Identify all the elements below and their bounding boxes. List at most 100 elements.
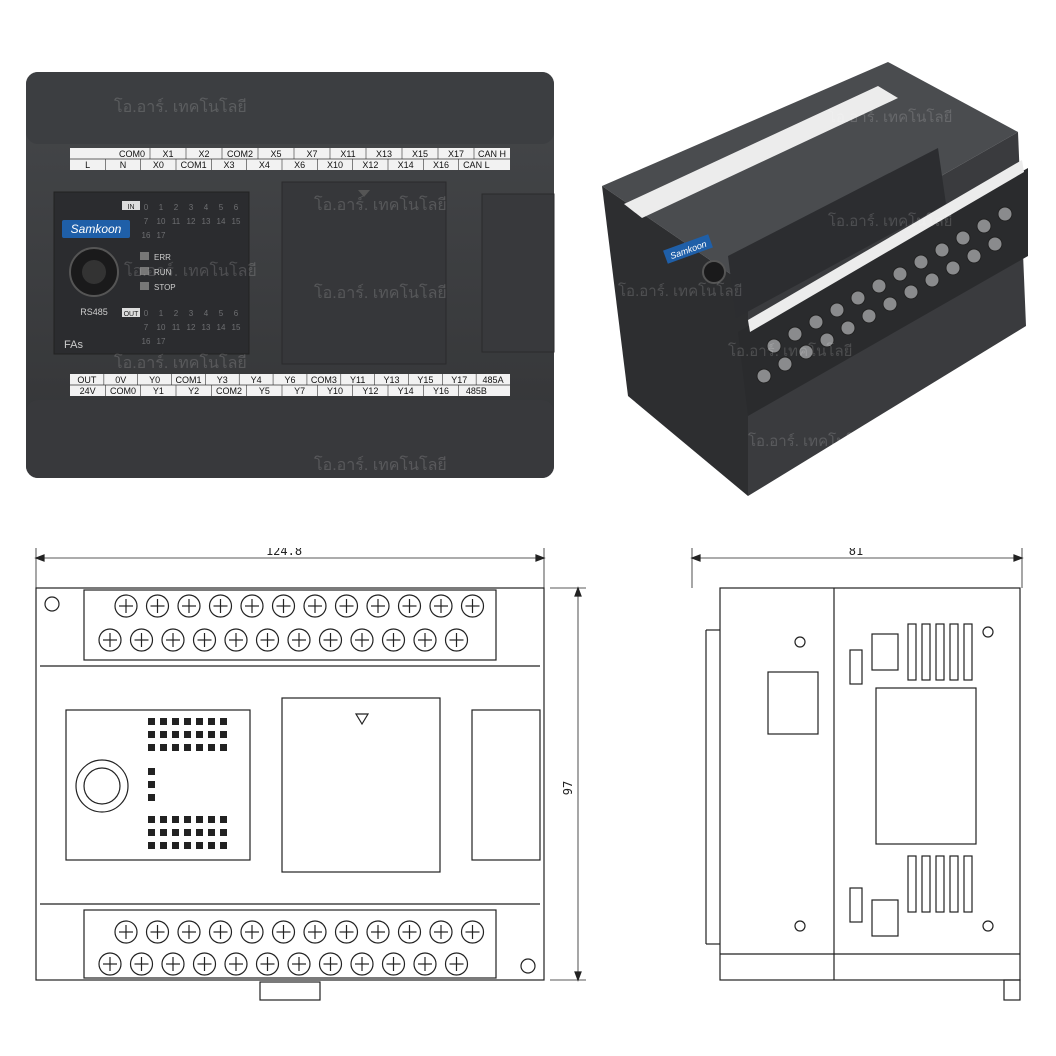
input-terminal-label: X5 — [270, 149, 281, 159]
svg-text:OUT: OUT — [124, 311, 140, 318]
led-dot — [148, 816, 155, 823]
expansion-cover — [281, 181, 447, 365]
terminal-screw — [444, 628, 469, 652]
output-terminal-label: Y6 — [284, 375, 295, 385]
io-number: 3 — [189, 309, 194, 318]
top-face — [602, 62, 1018, 286]
led-dot — [172, 744, 179, 751]
svg-text:โอ.อาร์. เทคโนโลยี: โอ.อาร์. เทคโนโลยี — [124, 261, 257, 280]
input-terminal-label: X1 — [162, 149, 173, 159]
io-number: 1 — [159, 309, 164, 318]
io-number: 4 — [204, 309, 209, 318]
led-label: ERR — [154, 253, 171, 262]
input-terminal-label: CAN H — [478, 149, 506, 159]
terminal-screw — [903, 284, 919, 300]
terminal-screw — [444, 952, 469, 976]
io-number: 12 — [187, 323, 196, 332]
svg-text:โอ.อาร์. เทคโนโลยี: โอ.อาร์. เทคโนโลยี — [728, 342, 852, 360]
led-dot — [220, 842, 227, 849]
output-terminal-label: Y0 — [149, 375, 160, 385]
led-dot — [160, 731, 167, 738]
output-terminal-label: Y15 — [417, 375, 433, 385]
led-label: STOP — [154, 283, 176, 292]
input-terminal-label: X11 — [340, 149, 355, 159]
led-dot — [196, 731, 203, 738]
output-terminal-label: Y4 — [251, 375, 262, 385]
input-terminal-label: CAN L — [463, 160, 490, 170]
terminal-screw — [381, 628, 406, 652]
terminal-screw — [161, 952, 185, 976]
output-terminal-label: COM2 — [216, 386, 242, 396]
terminal-screw — [334, 920, 359, 944]
led-stop-indicator — [140, 282, 149, 290]
io-number: 15 — [232, 323, 241, 332]
svg-text:โอ.อาร์. เทคโนโลยี: โอ.อาร์. เทคโนโลยี — [618, 282, 742, 300]
svg-text:โอ.อาร์. เทคโนโลยี: โอ.อาร์. เทคโนโลยี — [314, 283, 447, 302]
led-dot — [160, 816, 167, 823]
led-dot — [196, 744, 203, 751]
io-number: 7 — [144, 217, 149, 226]
led-dot — [148, 829, 155, 836]
terminal-screw — [271, 920, 296, 944]
terminal-screw — [287, 628, 311, 652]
terminal-screw — [966, 248, 982, 264]
terminal-screw — [114, 594, 138, 618]
terminal-screw — [460, 920, 485, 944]
io-number: 6 — [234, 203, 239, 212]
terminal-screw — [413, 628, 437, 652]
led-dot — [184, 829, 191, 836]
svg-text:โอ.อาร์. เทคโนโลยี: โอ.อาร์. เทคโนโลยี — [314, 195, 447, 214]
terminal-screw — [208, 920, 233, 944]
terminal-screw — [381, 952, 406, 976]
io-number: 10 — [157, 217, 166, 226]
terminal-screw — [766, 338, 782, 354]
terminal-screw — [208, 594, 233, 618]
led-dot — [148, 731, 155, 738]
terminal-screw — [366, 920, 390, 944]
side-outline — [719, 587, 1021, 981]
terminal-screw — [303, 594, 327, 618]
input-terminal-label: X12 — [362, 160, 378, 170]
led-dot — [220, 829, 227, 836]
led-dot — [196, 718, 203, 725]
io-number: 0 — [144, 203, 149, 212]
svg-text:โอ.อาร์. เทคโนโลยี: โอ.อาร์. เทคโนโลยี — [828, 212, 952, 230]
terminal-screw — [334, 594, 359, 618]
terminal-screw — [429, 920, 453, 944]
led-dot — [160, 842, 167, 849]
svg-text:โอ.อาร์. เทคโนโลยี: โอ.อาร์. เทคโนโลยี — [748, 432, 872, 450]
terminal-screw — [882, 296, 898, 312]
led-dot — [148, 718, 155, 725]
drawing-status-panel — [65, 709, 251, 861]
output-terminal-label: Y10 — [327, 386, 343, 396]
input-terminal-label: X13 — [376, 149, 392, 159]
led-dot — [220, 744, 227, 751]
output-terminal-label: Y7 — [294, 386, 305, 396]
led-dot — [208, 731, 215, 738]
led-dot — [148, 781, 155, 788]
output-terminal-label: Y11 — [350, 375, 365, 385]
angled-label-strip — [624, 86, 898, 218]
terminal-screw — [192, 628, 217, 652]
io-number: 7 — [144, 323, 149, 332]
side-cover — [481, 193, 555, 353]
terminal-screw — [318, 952, 343, 976]
terminal-screw — [287, 952, 311, 976]
terminal-screw — [871, 278, 887, 294]
led-dot — [196, 842, 203, 849]
terminal-screw — [145, 920, 170, 944]
input-terminal-label: L — [85, 160, 90, 170]
led-dot — [172, 816, 179, 823]
terminal-screw — [798, 344, 814, 360]
input-terminal-label: X4 — [259, 160, 270, 170]
led-dot — [148, 768, 155, 775]
terminal-screw — [350, 952, 374, 976]
led-dot — [148, 794, 155, 801]
terminal-screw — [861, 308, 877, 324]
led-dot — [172, 731, 179, 738]
terminal-screw — [129, 952, 154, 976]
led-dot — [196, 829, 203, 836]
io-number: 13 — [202, 323, 211, 332]
output-terminal-label: Y16 — [433, 386, 449, 396]
